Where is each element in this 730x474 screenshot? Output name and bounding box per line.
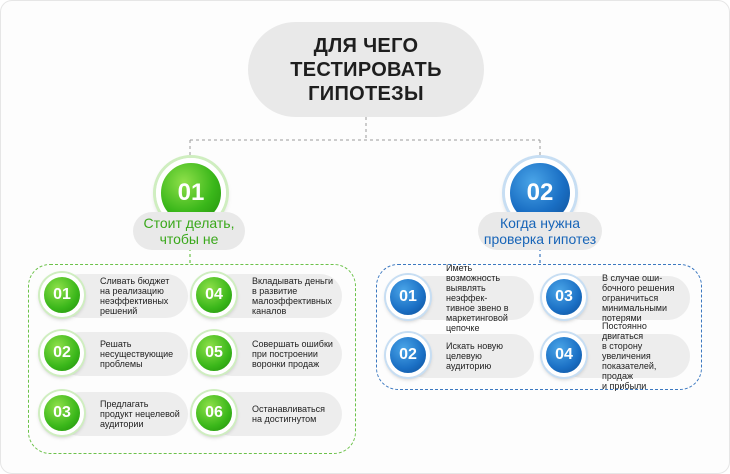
item-text: Постоянно двигаться в сторону увеличения… bbox=[602, 321, 657, 391]
left-item-6: 06 Останавливаться на достигнутом bbox=[192, 391, 342, 436]
item-text: Иметь возможность выявлять неэффек- тивн… bbox=[446, 263, 509, 333]
left-group-box bbox=[28, 264, 356, 454]
item-number: 02 bbox=[40, 331, 84, 375]
left-item-2: 02 Решать несуществующие проблемы bbox=[40, 331, 188, 376]
left-branch-label: Стоит делать, чтобы не bbox=[133, 212, 245, 250]
title: ДЛЯ ЧЕГО ТЕСТИРОВАТЬ ГИПОТЕЗЫ bbox=[290, 34, 442, 105]
item-text: Предлагать продукт нецелевой аудитории bbox=[100, 399, 180, 429]
right-item-2: 02 Искать новую целевую аудиторию bbox=[386, 333, 534, 378]
item-text: Совершать ошибки при построении воронки … bbox=[252, 339, 333, 369]
item-text: В случае оши- бочного решения ограничить… bbox=[602, 273, 675, 323]
right-item-1: 01 Иметь возможность выявлять неэффек- т… bbox=[386, 263, 534, 333]
item-number: 01 bbox=[40, 273, 84, 317]
left-item-1: 01 Сливать бюджет на реализацию неэффект… bbox=[40, 273, 188, 318]
left-item-5: 05 Совершать ошибки при построении ворон… bbox=[192, 331, 342, 376]
left-item-3: 03 Предлагать продукт нецелевой аудитори… bbox=[40, 391, 188, 436]
item-number: 04 bbox=[542, 333, 586, 377]
item-text: Вкладывать деньги в развитие малоэффекти… bbox=[252, 276, 334, 316]
right-item-3: 03 В случае оши- бочного решения огранич… bbox=[542, 273, 690, 323]
right-group-box bbox=[376, 264, 702, 390]
title-pill: ДЛЯ ЧЕГО ТЕСТИРОВАТЬ ГИПОТЕЗЫ bbox=[248, 22, 484, 117]
item-number: 01 bbox=[386, 275, 430, 319]
right-branch-label: Когда нужна проверка гипотез bbox=[478, 212, 602, 250]
item-number: 04 bbox=[192, 273, 236, 317]
right-item-4: 04 Постоянно двигаться в сторону увеличе… bbox=[542, 321, 690, 391]
item-text: Решать несуществующие проблемы bbox=[100, 339, 174, 369]
item-number: 06 bbox=[192, 391, 236, 435]
item-number: 03 bbox=[542, 275, 586, 319]
item-number: 02 bbox=[386, 333, 430, 377]
item-number: 03 bbox=[40, 391, 84, 435]
item-number: 05 bbox=[192, 331, 236, 375]
left-item-4: 04 Вкладывать деньги в развитие малоэффе… bbox=[192, 273, 342, 318]
item-text: Останавливаться на достигнутом bbox=[252, 404, 326, 424]
item-text: Искать новую целевую аудиторию bbox=[446, 341, 504, 371]
item-text: Сливать бюджет на реализацию неэффективн… bbox=[100, 276, 170, 316]
